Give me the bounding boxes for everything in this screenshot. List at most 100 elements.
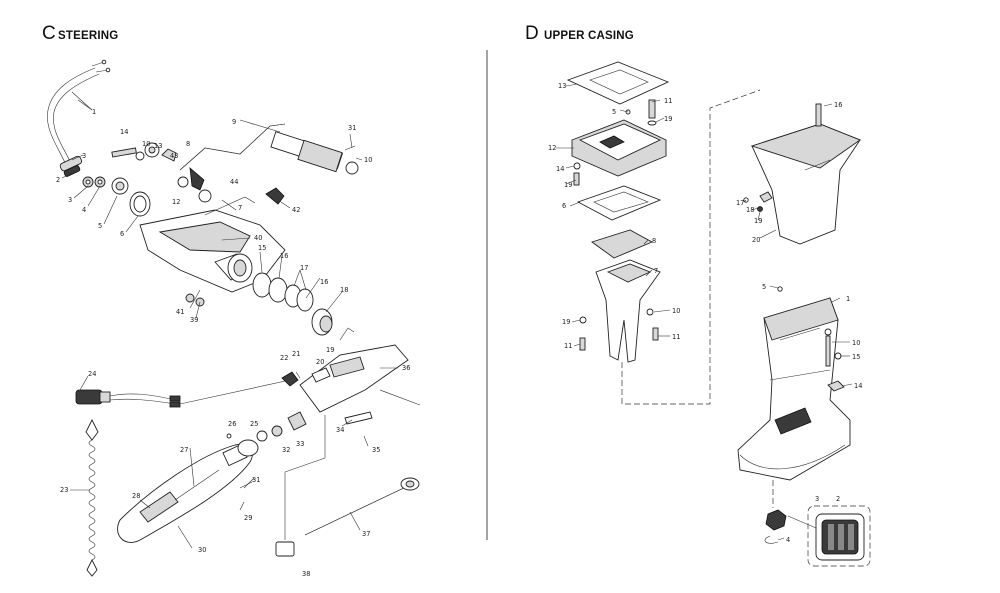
section-c-title: STEERING (58, 30, 118, 42)
callout-d-11c: 11 (564, 342, 572, 350)
callout-d-11b: 11 (672, 333, 680, 341)
callout-d-17: 17 (736, 199, 744, 207)
callout-c-6: 6 (120, 230, 124, 238)
callout-c-1: 1 (92, 108, 96, 116)
bracket-plate (344, 411, 373, 447)
plate-bolt (573, 172, 580, 186)
throttle-cable (47, 59, 111, 177)
callout-d-16: 16 (834, 101, 842, 109)
callout-d-14a: 14 (556, 165, 564, 173)
callout-c-41: 41 (176, 308, 184, 316)
callout-d-19a: 19 (664, 115, 672, 123)
callout-c-36: 36 (402, 364, 410, 372)
callout-d-19c: 19 (562, 318, 570, 326)
friction-screw (281, 367, 331, 387)
callout-c-21: 21 (292, 350, 300, 358)
callout-c-42: 42 (292, 206, 300, 214)
callout-c-25: 25 (250, 420, 258, 428)
upper-cowling (750, 103, 861, 245)
callout-c-13: 13 (154, 142, 162, 150)
section-d-title: UPPER CASING (544, 30, 634, 42)
callout-c-43: 43 (170, 152, 178, 160)
callout-c-39: 39 (190, 316, 198, 324)
steering-link-rod (177, 123, 286, 203)
callout-c-14: 14 (120, 128, 128, 136)
throttle-linkage (270, 131, 359, 175)
callout-d-10a: 10 (672, 307, 680, 315)
callout-leaders-d (556, 83, 853, 541)
callout-d-12: 12 (548, 144, 556, 152)
callout-c-3a: 3 (82, 152, 86, 160)
callout-c-5: 5 (98, 222, 102, 230)
callout-c-10a: 10 (142, 140, 150, 148)
reference-lines (284, 415, 326, 540)
callout-c-7: 7 (238, 204, 242, 212)
tiller-small-parts (226, 411, 307, 442)
top-gasket (566, 61, 670, 105)
callout-d-20: 20 (752, 236, 760, 244)
callout-c-17: 17 (300, 264, 308, 272)
callout-d-18: 18 (746, 206, 754, 214)
callout-c-26: 26 (228, 420, 236, 428)
callout-c-32: 32 (282, 446, 290, 454)
callout-c-16a: 16 (280, 252, 288, 260)
callout-c-22: 22 (280, 354, 288, 362)
callout-c-37: 37 (362, 530, 370, 538)
callout-d-4: 4 (786, 536, 790, 544)
throttle-block (275, 541, 295, 557)
callout-c-40: 40 (254, 234, 262, 242)
callout-c-12: 12 (172, 198, 180, 206)
callout-c-4: 4 (82, 206, 86, 214)
callout-d-6: 6 (562, 202, 566, 210)
bottom-nuts (185, 293, 205, 307)
callout-d-14b: 14 (854, 382, 862, 390)
callout-leaders (61, 91, 398, 549)
callout-d-19d: 19 (754, 217, 762, 225)
section-c-letter: C (42, 23, 56, 44)
callout-c-30: 30 (198, 546, 206, 554)
callout-d-10b: 10 (852, 339, 860, 347)
callout-d-7: 7 (654, 267, 658, 275)
mid-gasket (576, 185, 662, 221)
callout-c-18: 18 (340, 286, 348, 294)
tiller-handle (117, 439, 259, 543)
callout-c-20: 20 (316, 358, 324, 366)
callout-c-8: 8 (186, 140, 190, 148)
callout-d-5b: 5 (762, 283, 766, 291)
steering-diagram: 1 2 3 3 4 5 6 7 8 9 10 10 12 13 14 15 16… (47, 59, 421, 578)
callout-c-3b: 3 (68, 196, 72, 204)
upper-casing-diagram: 1 2 3 4 5 5 6 7 8 10 10 11 11 11 12 13 1… (548, 61, 871, 567)
callout-c-2: 2 (56, 176, 60, 184)
callout-c-33: 33 (296, 440, 304, 448)
callout-c-34: 34 (336, 426, 344, 434)
cable-nuts (82, 176, 151, 217)
callout-d-15: 15 (852, 353, 860, 361)
callout-d-1: 1 (846, 295, 850, 303)
callout-c-23: 23 (60, 486, 68, 494)
callout-c-31a: 31 (348, 124, 356, 132)
throttle-shaft (304, 477, 420, 536)
section-d-letter: D (525, 23, 539, 44)
mount-bolt (648, 99, 656, 119)
callout-d-3: 3 (815, 495, 819, 503)
bracket-cap (265, 187, 285, 205)
callout-c-29: 29 (244, 514, 252, 522)
callout-d-19b: 19 (564, 181, 572, 189)
callout-d-5a: 5 (612, 108, 616, 116)
callout-c-9: 9 (232, 118, 236, 126)
callout-c-24: 24 (88, 370, 96, 378)
o-rings (252, 272, 333, 336)
lanyard-coil (85, 418, 99, 577)
swivel-tube (299, 327, 421, 413)
callout-c-15: 15 (258, 244, 266, 252)
callout-c-16b: 16 (320, 278, 328, 286)
callout-d-2: 2 (836, 495, 840, 503)
casing-block (591, 229, 654, 259)
callout-c-10b: 10 (364, 156, 372, 164)
callout-c-35: 35 (372, 446, 380, 454)
callout-d-11a: 11 (664, 97, 672, 105)
exhaust-tube (595, 259, 661, 363)
assembly-leader (625, 89, 761, 405)
steering-bolts (111, 142, 177, 162)
